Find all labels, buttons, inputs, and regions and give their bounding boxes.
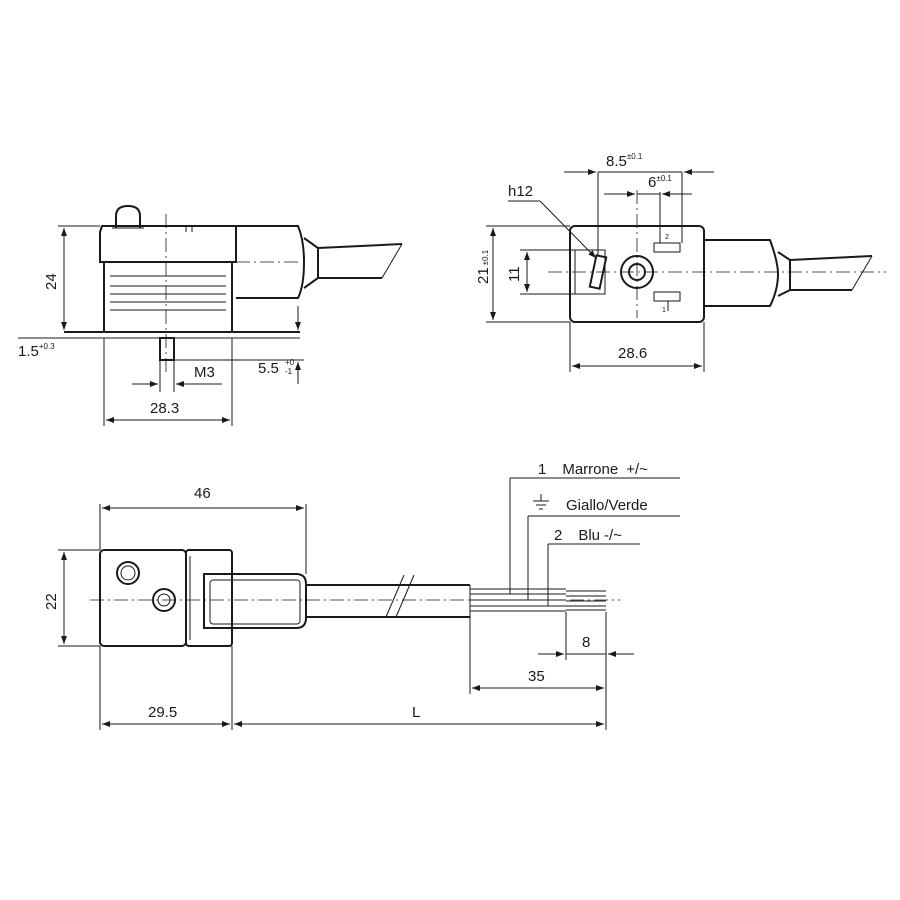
wire-ground-label: Giallo/Verde	[566, 497, 648, 514]
thread-label: M3	[194, 364, 215, 381]
fit-label: h12	[508, 183, 533, 200]
pin-offset-label: 6±0.1	[648, 174, 672, 191]
side-width-label: 28.3	[150, 400, 179, 417]
end-view: 2 1 h12 8.5±0.1 6±0.1 21±0.1 11	[475, 152, 886, 372]
base-length-label: 29.5	[148, 704, 177, 721]
top-height-label: 22	[43, 593, 60, 610]
inner-height-label: 11	[506, 266, 523, 282]
end-height-label: 21±0.1	[475, 249, 492, 284]
pin-length-tol-upper: +0	[285, 358, 295, 367]
pin-length-tol-lower: -1	[285, 367, 293, 376]
pin-mark-1: 1	[662, 307, 666, 314]
side-offset-label: 1.5+0.3	[18, 342, 55, 360]
side-height-label: 24	[43, 273, 60, 290]
cable-length-label: L	[412, 704, 420, 721]
strip-length-label: 35	[528, 668, 545, 685]
top-length-label: 46	[194, 485, 211, 502]
side-view: 24 1.5+0.3 M3 5.5 +0 -1 28.3	[18, 204, 403, 426]
pin-mark-2: 2	[665, 234, 669, 241]
end-width-label: 28.6	[618, 345, 647, 362]
wire-strip-label: 8	[582, 634, 590, 651]
hole-pitch-label: 8.5±0.1	[606, 152, 643, 170]
pin-length-label: 5.5	[258, 360, 279, 377]
ground-icon	[533, 494, 549, 510]
